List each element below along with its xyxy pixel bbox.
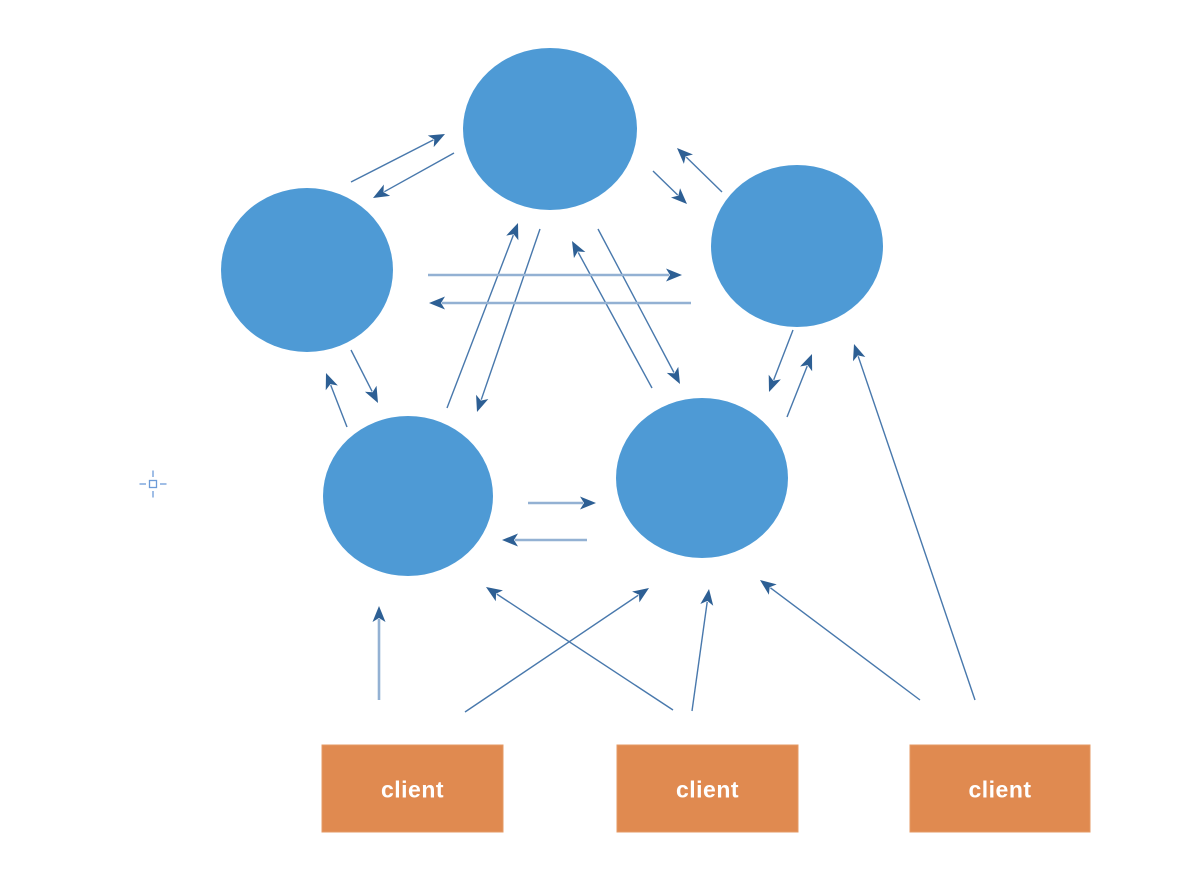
arrow-top-to-bottomleft[interactable]: [476, 228, 541, 412]
arrow-left-to-bottomleft[interactable]: [350, 349, 378, 403]
crosshair-cursor-icon: [139, 470, 167, 498]
arrow-client2-to-bottomright[interactable]: [691, 589, 714, 712]
edges-layer: [325, 134, 976, 713]
arrow-head-icon: [670, 188, 687, 204]
arrow-shaft: [652, 170, 679, 196]
client-label: client: [968, 777, 1031, 803]
arrow-client1-to-bottomright[interactable]: [464, 588, 649, 713]
arrow-right-to-left[interactable]: [429, 296, 691, 310]
arrow-head-icon: [372, 606, 386, 622]
arrow-head-icon: [677, 148, 693, 164]
node-right[interactable]: [711, 165, 883, 327]
node-left[interactable]: [221, 188, 393, 352]
arrow-shaft: [773, 329, 794, 381]
arrow-shaft: [384, 152, 455, 193]
arrow-top-to-left[interactable]: [373, 152, 455, 198]
arrow-head-icon: [760, 580, 777, 595]
cursor-layer: [139, 470, 167, 498]
arrow-shaft: [769, 587, 921, 701]
arrow-top-to-bottomright[interactable]: [597, 228, 680, 384]
arrow-head-icon: [632, 588, 649, 603]
arrow-head-icon: [800, 354, 813, 372]
arrow-shaft: [446, 234, 514, 409]
client-1[interactable]: client: [321, 744, 504, 833]
client-3[interactable]: client: [909, 744, 1091, 833]
arrow-head-icon: [486, 587, 503, 602]
arrow-head-icon: [476, 394, 489, 412]
arrow-bottomleft-to-bottomright[interactable]: [528, 496, 596, 510]
arrow-shaft: [480, 228, 541, 400]
arrow-left-to-top[interactable]: [350, 134, 445, 183]
arrow-client1-to-bottomleft[interactable]: [372, 606, 386, 700]
arrow-shaft: [350, 139, 434, 183]
arrow-head-icon: [364, 385, 378, 403]
arrow-head-icon: [429, 296, 445, 310]
clients-layer: client client client: [321, 744, 1091, 833]
node-bottom-left[interactable]: [323, 416, 493, 576]
arrow-shaft: [464, 594, 639, 713]
client-box[interactable]: [616, 744, 799, 833]
arrow-client3-to-bottomright[interactable]: [760, 580, 921, 701]
arrow-head-icon: [502, 533, 518, 547]
arrow-client3-to-right[interactable]: [852, 344, 976, 701]
arrow-shaft: [691, 601, 708, 712]
arrow-bottomright-to-bottomleft[interactable]: [502, 533, 587, 547]
arrow-shaft: [786, 365, 808, 418]
arrow-bottomleft-to-left[interactable]: [325, 373, 348, 428]
arrow-shaft: [330, 384, 348, 428]
arrow-head-icon: [768, 374, 781, 392]
client-label: client: [381, 777, 444, 803]
arrow-bottomright-to-top[interactable]: [572, 241, 653, 389]
arrow-bottomleft-to-top[interactable]: [446, 223, 519, 409]
arrow-shaft: [496, 593, 674, 711]
arrow-head-icon: [373, 184, 391, 198]
arrow-head-icon: [700, 589, 714, 606]
nodes-layer: [221, 48, 883, 576]
arrow-shaft: [577, 252, 653, 389]
arrow-shaft: [597, 228, 675, 373]
arrow-head-icon: [506, 223, 519, 241]
arrow-head-icon: [325, 373, 338, 391]
arrow-head-icon: [580, 496, 596, 510]
client-2[interactable]: client: [616, 744, 799, 833]
arrow-right-to-bottomright[interactable]: [768, 329, 794, 392]
arrow-client2-to-bottomleft[interactable]: [486, 587, 674, 711]
arrow-top-to-right[interactable]: [652, 170, 687, 204]
client-box[interactable]: [321, 744, 504, 833]
arrow-head-icon: [666, 268, 682, 282]
arrow-shaft: [350, 349, 373, 392]
arrow-shaft: [685, 156, 723, 193]
node-top[interactable]: [463, 48, 637, 210]
arrow-bottomright-to-right[interactable]: [786, 354, 813, 418]
node-bottom-right[interactable]: [616, 398, 788, 558]
arrow-shaft: [857, 356, 976, 701]
arrow-right-to-top[interactable]: [677, 148, 723, 193]
client-label: client: [676, 777, 739, 803]
arrow-head-icon: [572, 241, 586, 259]
client-box[interactable]: [909, 744, 1091, 833]
arrow-head-icon: [427, 134, 445, 148]
arrow-head-icon: [666, 366, 680, 384]
arrow-left-to-right[interactable]: [428, 268, 682, 282]
arrow-head-icon: [852, 344, 866, 362]
